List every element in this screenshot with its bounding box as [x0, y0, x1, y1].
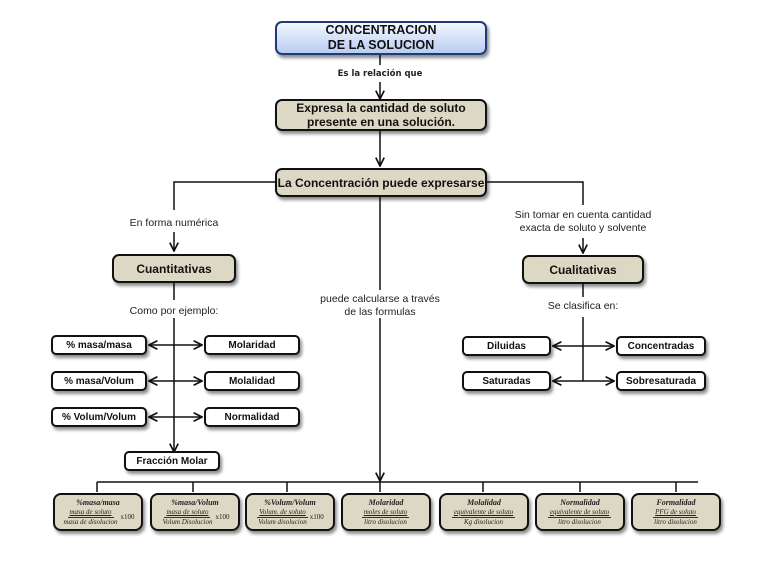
link-qualitative-line1: Sin tomar en cuenta cantidad: [514, 209, 652, 221]
expression-node: La Concentración puede expresarse: [275, 168, 487, 197]
formula-denominator: Volum Disolucion: [162, 517, 213, 526]
item-concentradas: Concentradas: [616, 336, 706, 356]
title-line2: DE LA SOLUCION: [327, 38, 435, 52]
formula-numerator: moles de soluto: [361, 507, 410, 518]
formula-denominator: Kg disolucion: [463, 517, 504, 526]
formula-title: Molaridad: [368, 497, 404, 507]
link-formulas-line1: puede calcularse a través: [320, 293, 440, 305]
item-volum-volum: % Volum/Volum: [51, 407, 147, 427]
definition-line1: Expresa la cantidad de soluto: [296, 101, 466, 115]
link-formulas: puede calcularse a través de las formula…: [300, 293, 460, 319]
formula-multiplier: x100: [120, 513, 135, 521]
link-qualitative: Sin tomar en cuenta cantidad exacta de s…: [498, 209, 668, 235]
item-molaridad: Molaridad: [204, 335, 300, 355]
link-numeric: En forma numérica: [129, 217, 219, 229]
link-formulas-line2: de las formulas: [344, 306, 416, 318]
formula-multiplier: x100: [215, 513, 230, 521]
cualitativas-node: Cualitativas: [522, 255, 644, 284]
formula-title: Molalidad: [467, 497, 501, 507]
formula-denominator: litro disolucion: [558, 517, 601, 526]
item-saturadas: Saturadas: [462, 371, 551, 391]
formula-denominator: masa de disolucion: [63, 517, 118, 526]
definition-line2: presente en una solución.: [306, 115, 456, 129]
link-example: Como por ejemplo:: [129, 305, 219, 317]
item-masa-volum: % masa/Volum: [51, 371, 147, 391]
formula-numerator: masa de soluto: [164, 507, 211, 518]
formula-numerator: equivalente de soluto: [451, 507, 516, 518]
definition-node: Expresa la cantidad de soluto presente e…: [275, 99, 487, 131]
item-molalidad: Molalidad: [204, 371, 300, 391]
formula-multiplier: x100: [309, 513, 324, 521]
cuantitativas-node: Cuantitativas: [112, 254, 236, 283]
formula-title: %masa/masa: [76, 497, 120, 507]
formula-numerator: equivalente de soluto: [547, 507, 612, 518]
connector-right-branch: [487, 181, 584, 205]
formula-title: Formalidad: [656, 497, 696, 507]
item-sobresaturada: Sobresaturada: [616, 371, 706, 391]
title-line1: CONCENTRACION: [325, 23, 437, 37]
item-fraccion-molar: Fracción Molar: [124, 451, 220, 471]
item-masa-masa: % masa/masa: [51, 335, 147, 355]
formula-denominator: litro disolucion: [364, 517, 407, 526]
formula-numerator: Volum. de soluto: [257, 507, 308, 518]
connector-left-branch: [173, 181, 275, 210]
title-node: CONCENTRACION DE LA SOLUCION: [275, 21, 487, 55]
link-relation: Es la relación que: [337, 69, 423, 79]
item-diluidas: Diluidas: [462, 336, 551, 356]
formula-denominator: litro disolucion: [654, 517, 697, 526]
link-qualitative-line2: exacta de soluto y solvente: [519, 222, 647, 234]
formula-denominator: Volum disolucion: [258, 517, 307, 526]
formula-numerator: PFG de soluto: [653, 507, 698, 518]
formula-title: %masa/Volum: [171, 497, 219, 507]
link-classify: Se clasifica en:: [547, 300, 619, 312]
item-normalidad: Normalidad: [204, 407, 300, 427]
formula-title: %Volum/Volum: [264, 497, 316, 507]
formula-numerator: masa de soluto: [67, 507, 114, 518]
formula-title: Normalidad: [560, 497, 600, 507]
